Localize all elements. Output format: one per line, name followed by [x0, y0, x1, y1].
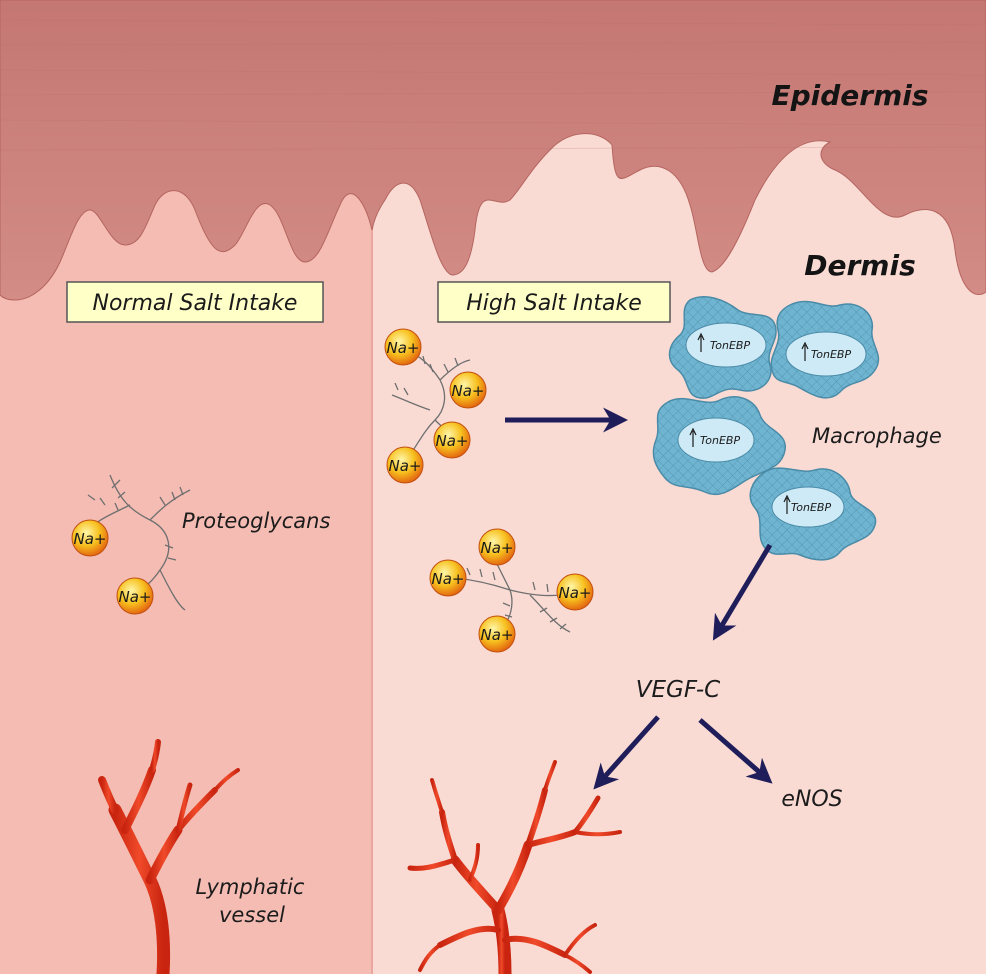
- tonebp-label: TonEBP: [791, 501, 832, 514]
- sodium-ion: Na+: [386, 446, 424, 484]
- svg-text:Na+: Na+: [432, 570, 465, 588]
- sodium-ion: Na+: [384, 328, 422, 366]
- sodium-ion: Na+: [478, 615, 516, 653]
- arrow-to-enos: [698, 718, 773, 784]
- macrophage-label: Macrophage: [812, 424, 942, 448]
- svg-text:Na+: Na+: [387, 339, 420, 357]
- normal-salt-box: Normal Salt Intake: [66, 281, 324, 323]
- sodium-ion: Na+: [556, 573, 594, 611]
- svg-text:Na+: Na+: [436, 432, 469, 450]
- sodium-ion: Na+: [429, 559, 467, 597]
- sodium-ion: Na+: [478, 528, 516, 566]
- sodium-ion: Na+: [71, 519, 109, 557]
- svg-text:Na+: Na+: [452, 382, 485, 400]
- tonebp-label: TonEBP: [700, 434, 741, 447]
- lymphatic-vessel-normal: [98, 739, 240, 974]
- epidermis-texture: [0, 19, 986, 151]
- arrow-to-vegf: [712, 543, 773, 641]
- high-salt-box: High Salt Intake: [437, 281, 671, 323]
- vegf-c-label: VEGF-C: [636, 677, 720, 703]
- lymphatic-vessel-high: [407, 760, 622, 974]
- macrophage-cell: TonEBP: [770, 300, 880, 399]
- lymphatic-label-line1: Lymphatic: [196, 875, 305, 899]
- svg-text:Na+: Na+: [481, 539, 514, 557]
- arrow-to-lymphatic: [593, 715, 660, 790]
- macrophage-cell: TonEBP: [668, 296, 777, 399]
- normal-salt-label: Normal Salt Intake: [93, 291, 298, 316]
- proteoglycans-label: Proteoglycans: [182, 509, 330, 533]
- macrophage-cell: TonEBP: [652, 396, 786, 496]
- enos-label: eNOS: [781, 787, 842, 812]
- macrophage-cell: TonEBP: [749, 467, 877, 561]
- high-salt-label: High Salt Intake: [466, 291, 642, 316]
- tonebp-label: TonEBP: [811, 348, 852, 361]
- svg-text:Na+: Na+: [74, 530, 107, 548]
- epidermis-layer: [0, 0, 986, 301]
- svg-text:Na+: Na+: [481, 626, 514, 644]
- sodium-ion: Na+: [449, 371, 487, 409]
- tonebp-label: TonEBP: [710, 339, 751, 352]
- lymphatic-label-line2: vessel: [219, 903, 285, 927]
- sodium-ion: Na+: [433, 421, 471, 459]
- epidermis-label: Epidermis: [771, 79, 928, 112]
- dermis-label: Dermis: [804, 249, 915, 282]
- svg-text:Na+: Na+: [559, 584, 592, 602]
- svg-text:Na+: Na+: [119, 588, 152, 606]
- sodium-ion: Na+: [116, 577, 154, 615]
- svg-text:Na+: Na+: [389, 457, 422, 475]
